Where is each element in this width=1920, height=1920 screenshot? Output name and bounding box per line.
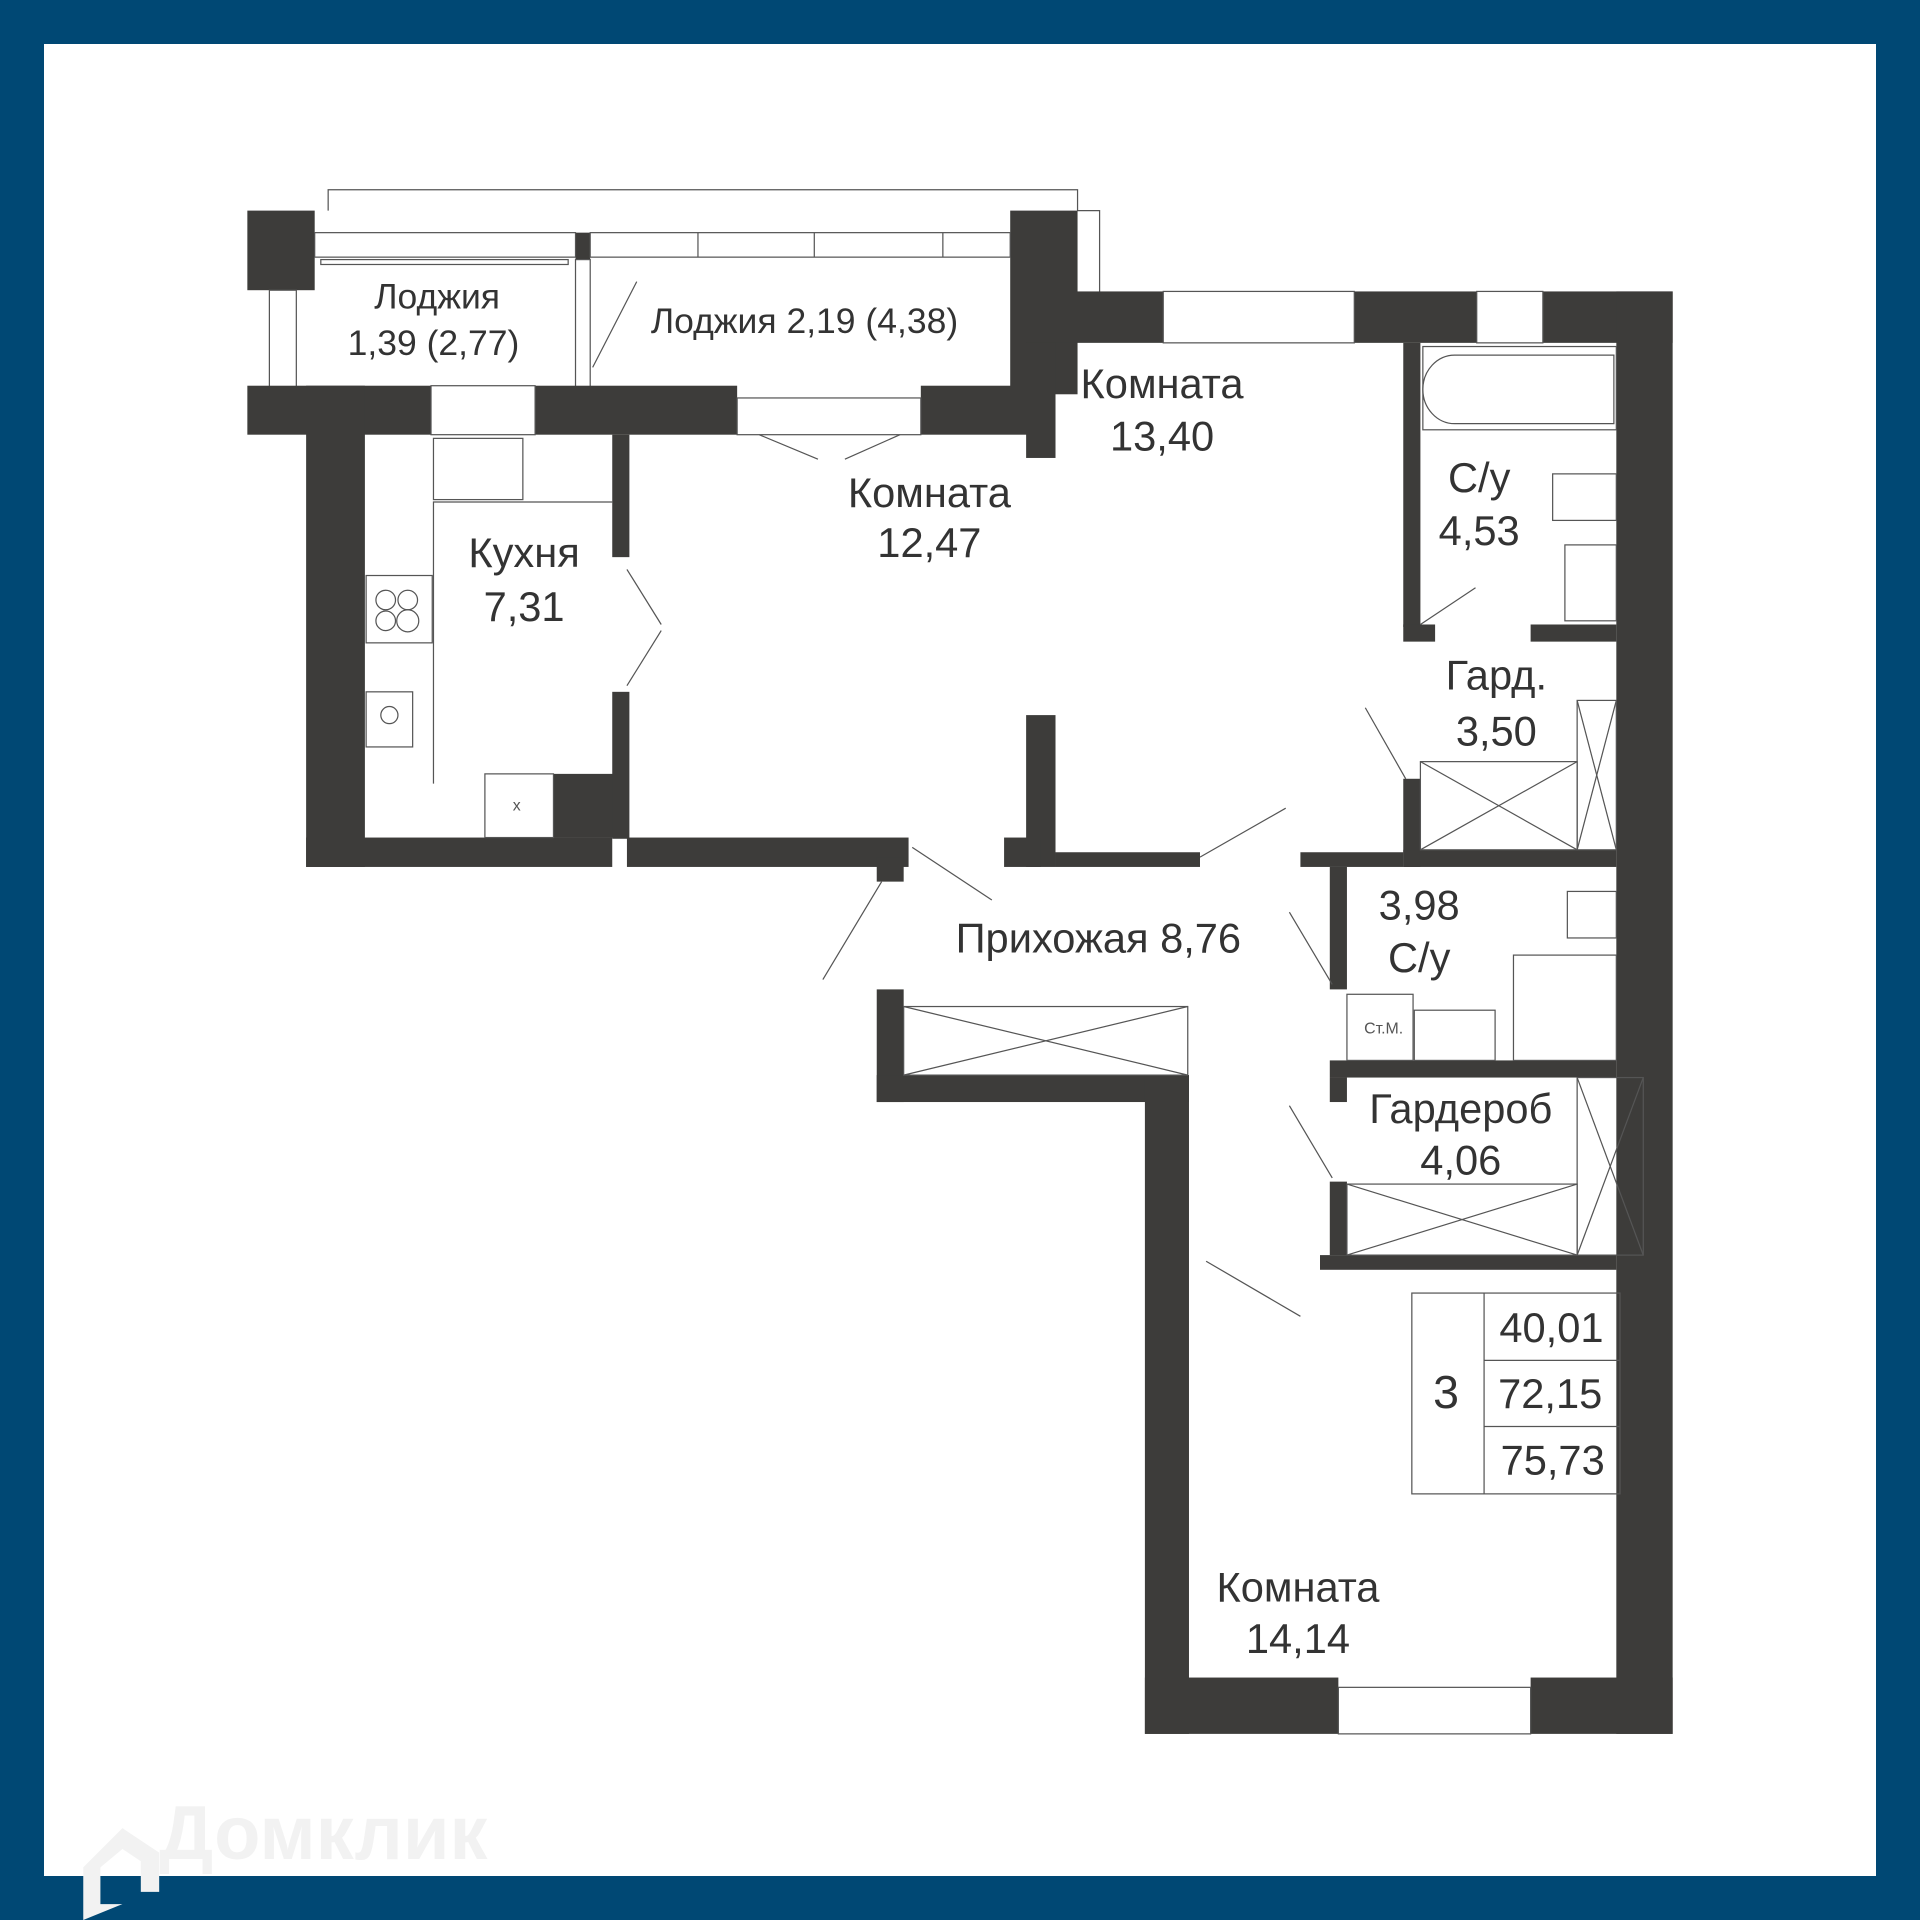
loggia2-label: Лоджия 2,19 (4,38): [651, 301, 958, 341]
watermark-text: Домклик: [159, 1791, 488, 1876]
shower: [1512, 954, 1617, 1062]
living-area: 40,01: [1499, 1304, 1603, 1351]
wall: [247, 210, 315, 291]
window: [430, 385, 536, 436]
rooms-count: 3: [1433, 1366, 1459, 1418]
wardrobe-name: Гардероб: [1369, 1085, 1552, 1132]
toilet: [1552, 473, 1617, 522]
bath2-area: 3,98: [1379, 882, 1460, 929]
kitchen-area: 7,31: [484, 583, 565, 630]
hallway-label: Прихожая 8,76: [956, 915, 1241, 962]
loggia-outline: [327, 189, 1101, 294]
watermark: Домклик: [83, 1791, 489, 1920]
boiler-box: [484, 773, 555, 839]
window: [1337, 1686, 1532, 1735]
room1-name: Комната: [848, 469, 1012, 516]
kitchen-name: Кухня: [468, 529, 579, 576]
window: [736, 397, 922, 436]
boiler-mark: x: [513, 798, 521, 815]
bathtub: [1422, 345, 1617, 431]
wall: [575, 232, 591, 260]
sink: [432, 437, 524, 501]
loggia1-area: 1,39 (2,77): [348, 323, 520, 363]
bath1-name: С/у: [1448, 454, 1511, 501]
washbasin: [1413, 1009, 1496, 1062]
total-area: 72,15: [1498, 1370, 1602, 1417]
closet1-name: Гард.: [1446, 651, 1547, 698]
fridge: [365, 691, 414, 748]
room3-area: 14,14: [1246, 1615, 1350, 1662]
washing-machine: [1346, 993, 1414, 1062]
toilet: [1566, 890, 1617, 939]
washer-label: Ст.М.: [1364, 1020, 1403, 1037]
loggia-glazing: [589, 232, 1011, 258]
room2-area: 13,40: [1110, 413, 1214, 460]
loggia-glazing: [268, 289, 297, 389]
loggia-glazing: [320, 258, 569, 266]
storage: [903, 1005, 1189, 1076]
wardrobe-area: 4,06: [1420, 1136, 1501, 1183]
window: [1162, 290, 1355, 344]
room3-name: Комната: [1216, 1564, 1380, 1611]
room1-area: 12,47: [877, 519, 981, 566]
loggia-partition: [574, 258, 591, 393]
loggia-glazing: [314, 232, 577, 258]
washbasin: [1564, 544, 1617, 622]
area-summary-table: 3 40,01 72,15 75,73: [1411, 1292, 1621, 1495]
loggia1-name: Лоджия: [374, 277, 500, 317]
plan-sheet: [44, 44, 1876, 1876]
house-logo-icon: [83, 1828, 160, 1920]
total-with-loggias: 75,73: [1501, 1436, 1605, 1483]
window: [1476, 290, 1544, 344]
room2-name: Комната: [1081, 360, 1245, 407]
closet1-area: 3,50: [1456, 708, 1537, 755]
stove: [365, 574, 433, 644]
bath2-name: С/у: [1388, 934, 1451, 981]
bath1-area: 4,53: [1439, 507, 1520, 554]
